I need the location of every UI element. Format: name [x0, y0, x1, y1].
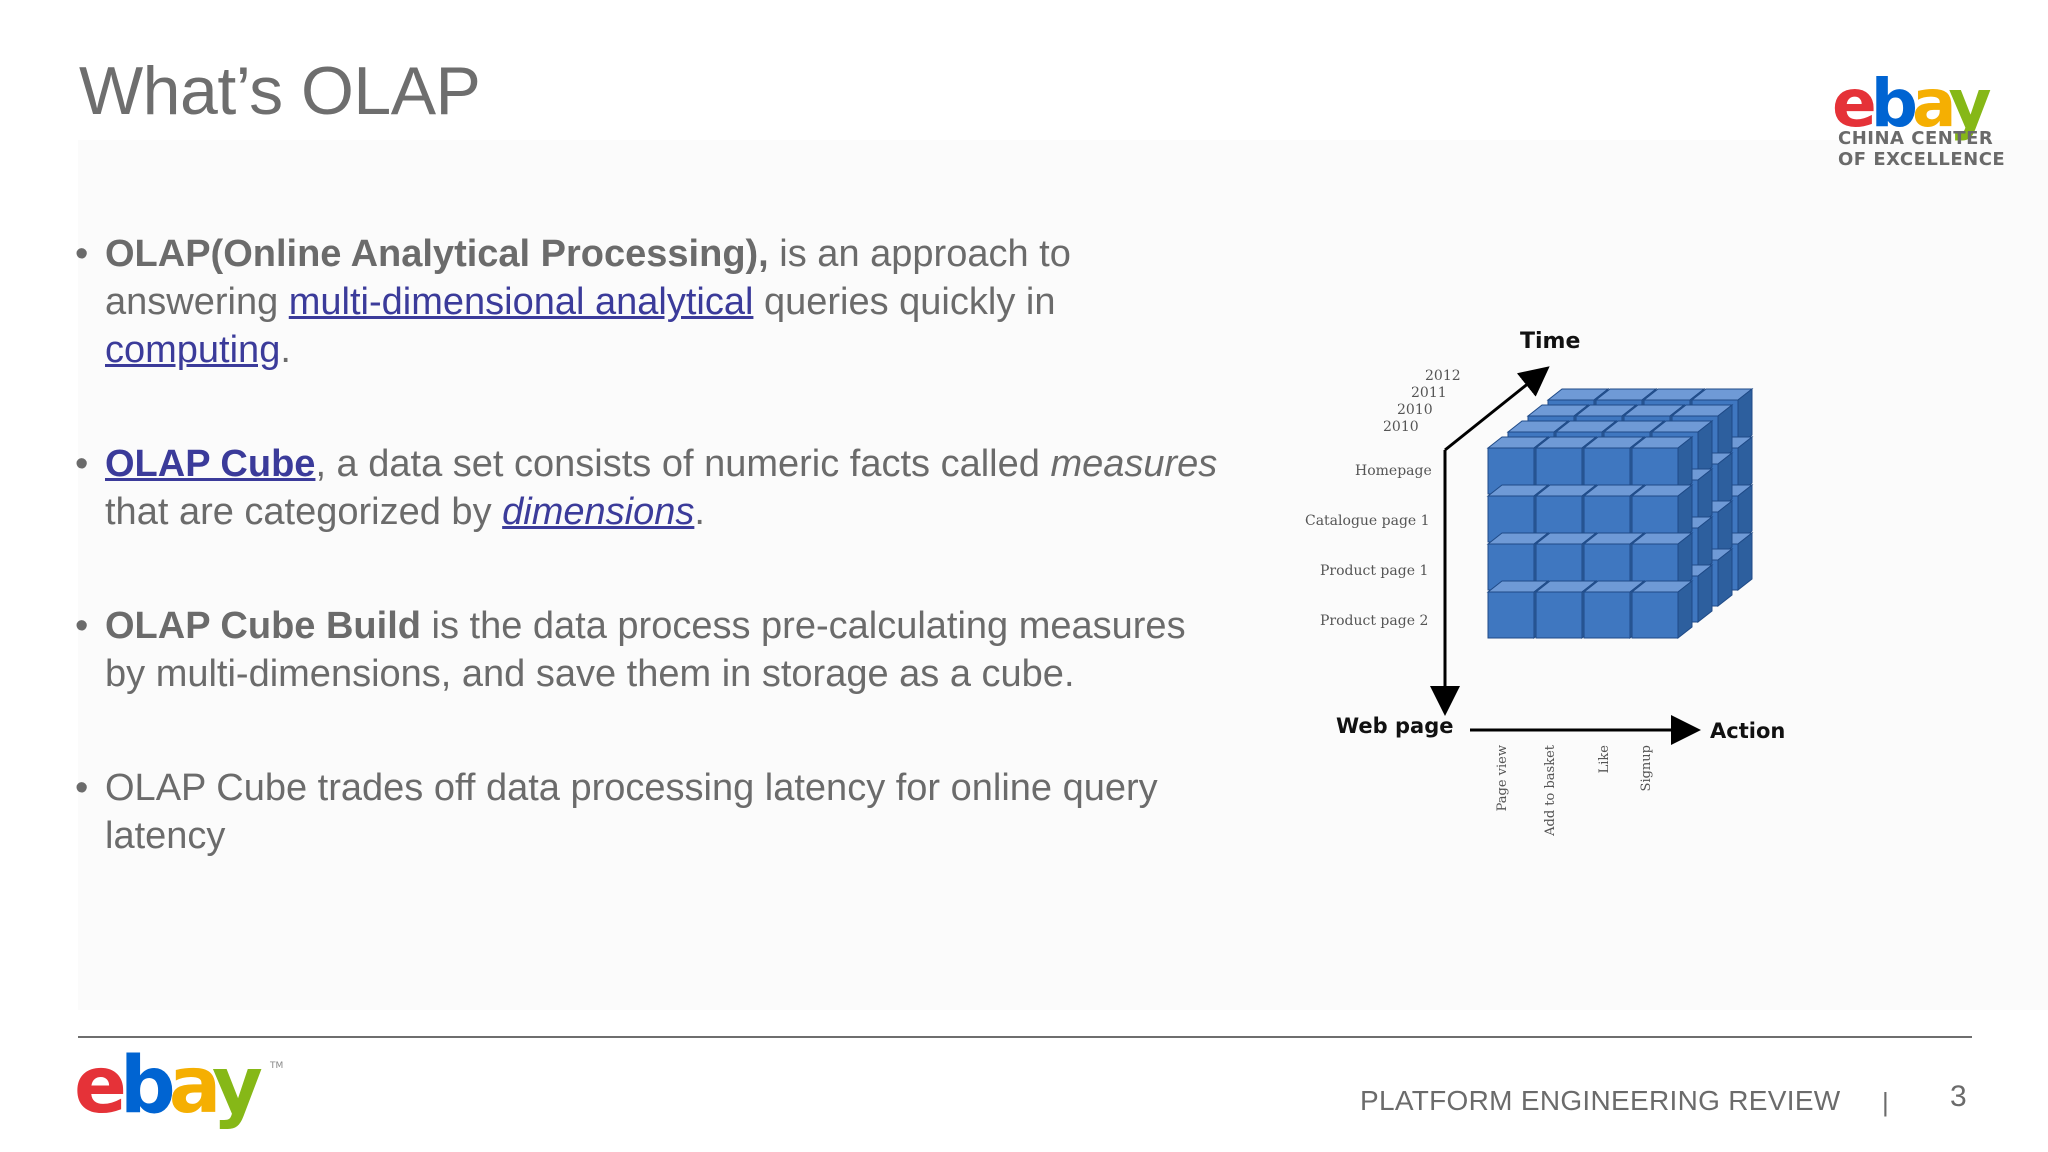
china-center-of-excellence: CHINA CENTER OF EXCELLENCE	[1838, 128, 2005, 170]
year-label: 2010	[1383, 419, 1419, 435]
cce-line-2: OF EXCELLENCE	[1838, 149, 2006, 170]
bullet-dot: •	[75, 233, 89, 275]
svg-text:ebay: ebay	[74, 1041, 262, 1131]
ebay-logo-top: ebay	[1832, 65, 1997, 142]
cube-grid	[1486, 387, 1754, 640]
bullet-2-text-2: that are categorized by	[105, 491, 503, 533]
bullet-2-text-1: , a data set consists of numeric facts c…	[315, 443, 1051, 485]
year-label: 2011	[1411, 385, 1447, 401]
logo-letter-b: b	[120, 1041, 173, 1131]
footer-divider	[78, 1036, 1972, 1038]
bullet-dot: •	[75, 605, 89, 647]
page-label: Product page 1	[1320, 563, 1428, 579]
link-dimensions[interactable]: dimensions	[502, 491, 695, 533]
year-label: 2010	[1397, 402, 1433, 418]
footer-label: PLATFORM ENGINEERING REVIEW	[1360, 1085, 1841, 1116]
bullet-dot: •	[75, 767, 89, 809]
action-axis-label: Action	[1710, 719, 1785, 743]
trademark-symbol: TM	[269, 1061, 283, 1071]
ebay-logo-bottom: ebay TM	[74, 1041, 283, 1131]
action-label: Add to basket	[1543, 744, 1558, 837]
bullet-3-bold: OLAP Cube Build	[105, 605, 421, 647]
bullet-olap-cube-build: • OLAP Cube Build is the data process pr…	[75, 602, 1235, 698]
logo-letter-e: e	[74, 1041, 124, 1131]
slide-title: What’s OLAP	[79, 53, 481, 129]
bullet-1-text-1: is an approach to answering	[105, 233, 1071, 323]
action-label: Page view	[1495, 745, 1510, 811]
bullet-dot: •	[75, 443, 89, 485]
time-axis-label: Time	[1520, 329, 1580, 354]
svg-text:ebay: ebay	[1832, 65, 1991, 142]
bullet-list: • OLAP(Online Analytical Processing), is…	[75, 230, 1235, 860]
bullet-4-text-1: OLAP Cube trades off data processing lat…	[105, 767, 1158, 857]
bullet-1-bold: OLAP(Online Analytical Processing),	[105, 233, 769, 275]
bullet-olap-cube: • OLAP Cube, a data set consists of nume…	[75, 440, 1235, 536]
page-label: Homepage	[1355, 463, 1432, 479]
footer-separator: |	[1882, 1087, 1889, 1117]
action-labels: Page view Add to basket Like Signup	[1495, 744, 1654, 837]
page-label: Product page 2	[1320, 613, 1428, 629]
web-page-axis-label: Web page	[1336, 714, 1453, 738]
time-axis	[1444, 366, 1550, 452]
cube-cell	[1630, 579, 1694, 640]
bullet-2-text-3: .	[694, 491, 705, 533]
page-number: 3	[1950, 1080, 1967, 1113]
bullet-1-text-3: .	[280, 329, 291, 371]
link-multi-dimensional-analytical[interactable]: multi-dimensional analytical	[288, 281, 754, 323]
link-olap-cube[interactable]: OLAP Cube	[105, 443, 316, 485]
cce-line-1: CHINA CENTER	[1838, 128, 1994, 149]
action-label: Signup	[1639, 745, 1654, 791]
bullet-2-measures: measures	[1050, 443, 1218, 485]
logo-letter-y: y	[212, 1041, 262, 1131]
bullet-1-text-2: queries quickly in	[753, 281, 1056, 323]
year-label: 2012	[1425, 368, 1461, 384]
bullet-3-text-1: is the data process pre-calculating meas…	[105, 605, 1186, 695]
logo-letter-a: a	[169, 1041, 216, 1131]
bullet-latency-tradeoff: • OLAP Cube trades off data processing l…	[75, 764, 1235, 860]
action-label: Like	[1597, 745, 1612, 774]
bullet-olap-definition: • OLAP(Online Analytical Processing), is…	[75, 230, 1235, 374]
link-computing[interactable]: computing	[105, 329, 281, 371]
page-label: Catalogue page 1	[1305, 513, 1430, 529]
